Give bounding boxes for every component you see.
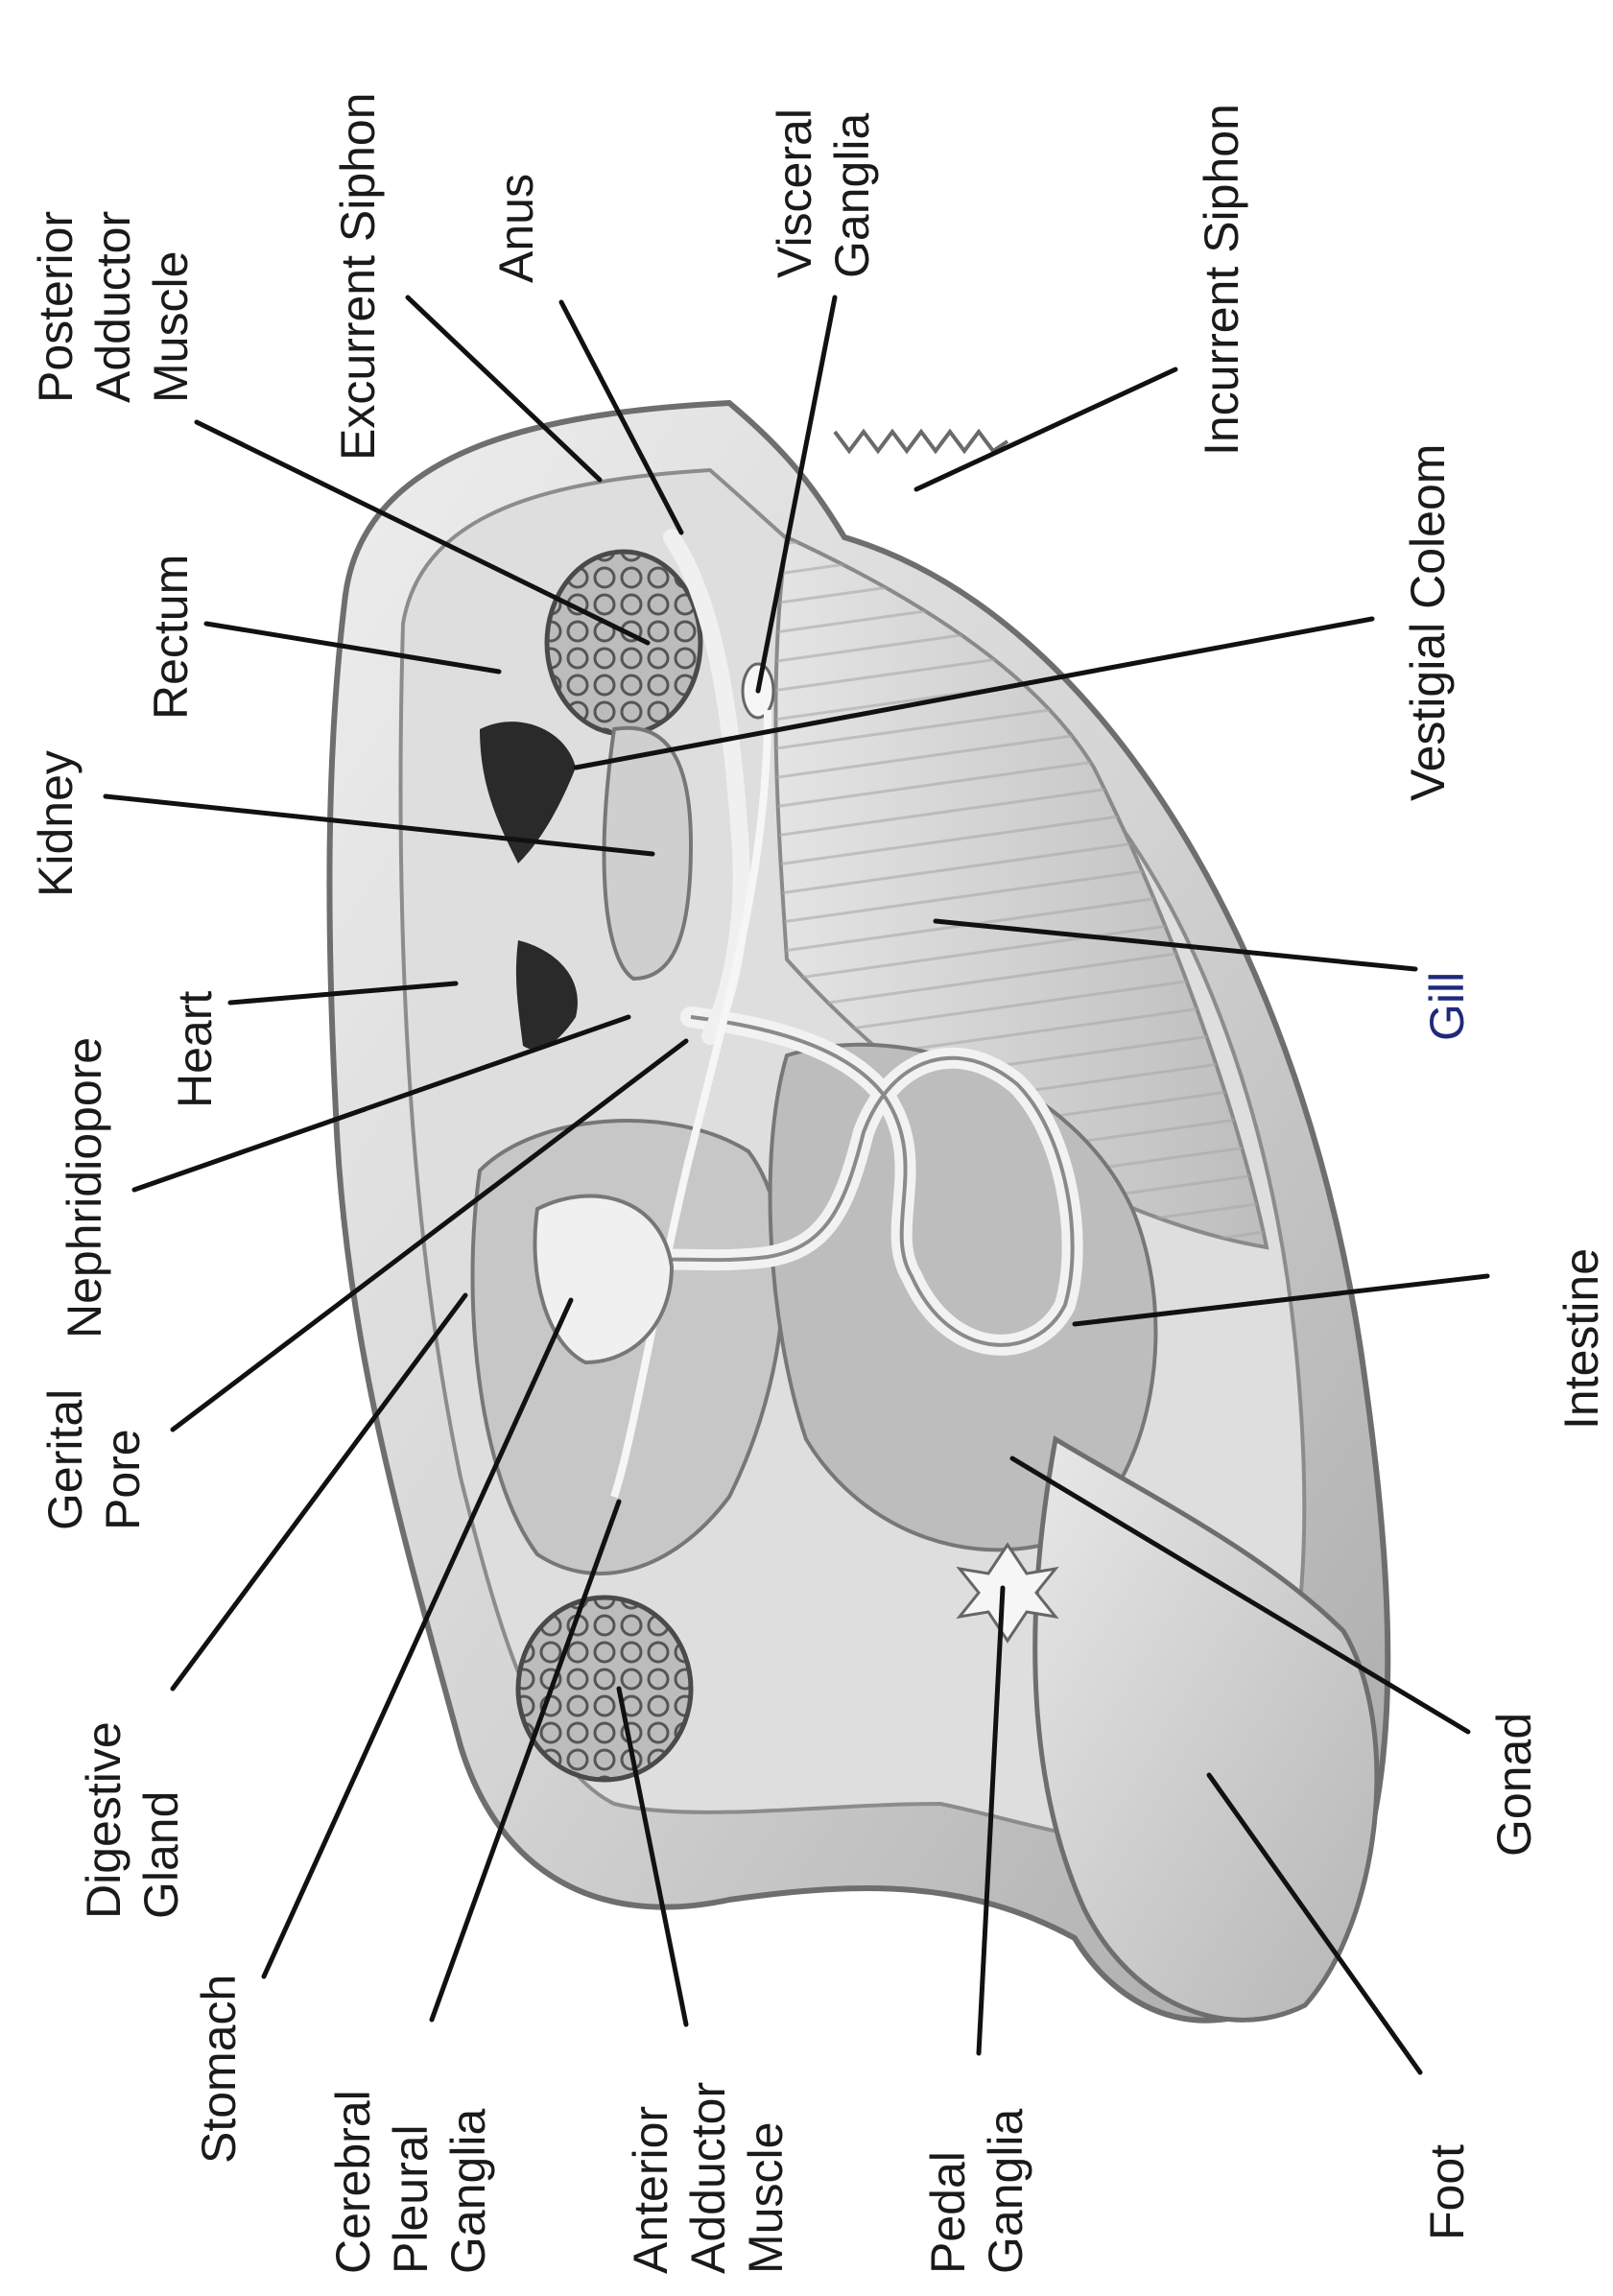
label-line: Pore: [96, 1429, 150, 1530]
label-digestive-gland: Digestive Gland: [77, 1721, 188, 1919]
label-vestigial-coleom: Vestigial Coleom: [1401, 444, 1455, 801]
label-pedal-ganglia: Pedal Ganglia: [921, 2108, 1032, 2274]
label-line: Gill: [1420, 972, 1474, 1041]
label-incurrent-siphon: Incurrent Siphon: [1195, 104, 1248, 456]
label-line: Gerital: [38, 1389, 92, 1530]
label-line: Rectum: [144, 555, 198, 720]
label-line: Nephridiopore: [58, 1037, 111, 1338]
label-line: Ganglia: [441, 2108, 495, 2274]
label-line: Anterior: [624, 2106, 677, 2274]
label-line: Ganglia: [979, 2108, 1032, 2274]
label-line: Posterior: [29, 211, 83, 403]
label-line: Pedal: [921, 2151, 975, 2274]
label-excurrent-siphon: Excurrent Siphon: [331, 92, 385, 461]
label-line: Foot: [1420, 2144, 1474, 2240]
label-visceral-ganglia: Visceral Ganglia: [768, 108, 879, 278]
label-line: Gland: [134, 1791, 188, 1919]
label-stomach: Stomach: [192, 1975, 246, 2164]
label-kidney: Kidney: [29, 750, 83, 897]
incurrent-siphon-fringe: [835, 432, 1008, 451]
label-gonad: Gonad: [1487, 1713, 1541, 1857]
label-line: Intestine: [1554, 1248, 1608, 1430]
label-line: Heart: [168, 991, 222, 1108]
label-line: Muscle: [739, 2122, 793, 2274]
label-line: Excurrent Siphon: [331, 92, 385, 461]
label-line: Pleural: [384, 2124, 438, 2274]
label-intestine: Intestine: [1554, 1248, 1608, 1430]
label-line: Ganglia: [825, 112, 879, 278]
label-posterior-adductor-muscle: Posterior Adductor Muscle: [29, 211, 198, 403]
anterior-adductor-muscle-shape: [518, 1598, 691, 1780]
label-line: Stomach: [192, 1975, 246, 2164]
posterior-adductor-muscle-shape: [547, 552, 700, 734]
label-anterior-adductor-muscle: Anterior Adductor Muscle: [624, 2082, 793, 2274]
label-line: Cerebral: [326, 2090, 380, 2274]
label-gill: Gill: [1420, 972, 1474, 1041]
label-line: Incurrent Siphon: [1195, 104, 1248, 456]
label-cerebral-pleural-ganglia: Cerebral Pleural Ganglia: [326, 2090, 495, 2274]
label-line: Visceral: [768, 108, 821, 278]
label-line: Muscle: [144, 251, 198, 403]
label-rectum: Rectum: [144, 555, 198, 720]
label-line: Digestive: [77, 1721, 130, 1919]
label-line: Vestigial Coleom: [1401, 444, 1455, 801]
label-foot: Foot: [1420, 2144, 1474, 2240]
label-anus: Anus: [489, 174, 543, 283]
label-nephridiopore: Nephridiopore: [58, 1037, 111, 1338]
label-line: Gonad: [1487, 1713, 1541, 1857]
label-line: Adductor: [681, 2082, 735, 2274]
label-line: Anus: [489, 174, 543, 283]
label-line: Adductor: [86, 211, 140, 403]
label-line: Kidney: [29, 750, 83, 897]
leader-incurrent-siphon: [916, 369, 1175, 489]
label-gerital-pore: Gerital Pore: [38, 1389, 150, 1530]
label-heart: Heart: [168, 991, 222, 1108]
